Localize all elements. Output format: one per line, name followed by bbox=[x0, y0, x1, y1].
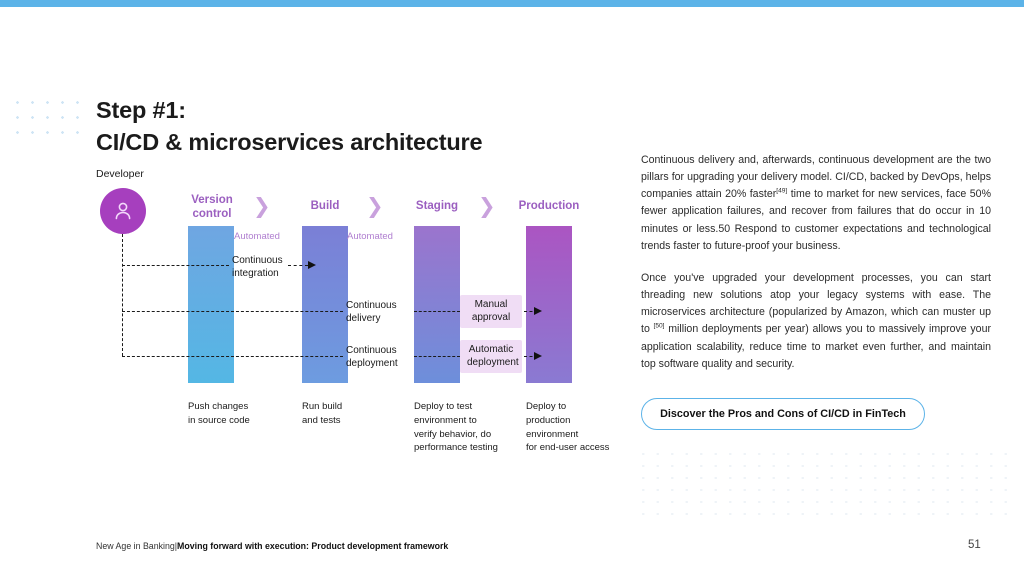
stage-bar-version-control bbox=[188, 226, 234, 383]
top-accent-bar bbox=[0, 0, 1024, 7]
caption-production: Deploy to production environment for end… bbox=[526, 401, 610, 454]
paragraph-1: Continuous delivery and, afterwards, con… bbox=[641, 152, 991, 255]
flow-arrow-deployment bbox=[534, 352, 542, 360]
chevron-right-icon-1: ❯ bbox=[253, 194, 271, 218]
column-title-line2: control bbox=[192, 208, 232, 221]
decorative-dot-grid-left bbox=[10, 95, 88, 137]
cicd-pipeline-diagram: Developer bbox=[96, 168, 616, 458]
column-title-line1: Build bbox=[310, 200, 340, 212]
stage-bar-build bbox=[302, 226, 348, 383]
page-title: Step #1: CI/CD & microservices architect… bbox=[96, 94, 483, 159]
decorative-dot-grid-right bbox=[636, 448, 1008, 520]
flow-arrow-integration bbox=[308, 261, 316, 269]
developer-vertical-connector bbox=[122, 234, 123, 356]
column-title-staging: Staging bbox=[400, 199, 474, 213]
paragraph-1-part-b: time to market for new services, face 50… bbox=[641, 188, 991, 252]
automated-label-2: Automated bbox=[347, 231, 393, 242]
chevron-right-icon-3: ❯ bbox=[478, 194, 496, 218]
flow-line-deployment-right bbox=[524, 356, 538, 357]
flow-arrow-delivery bbox=[534, 307, 542, 315]
paragraph-2: Once you've upgraded your development pr… bbox=[641, 270, 991, 373]
flow-line-deployment-left bbox=[122, 356, 343, 357]
chevron-right-icon-2: ❯ bbox=[366, 194, 384, 218]
paragraph-2-part-b: million deployments per year) allows you… bbox=[641, 323, 991, 370]
page-title-line1: Step #1: bbox=[96, 97, 186, 123]
paragraph-2-part-a: Once you've upgraded your development pr… bbox=[641, 271, 991, 336]
footer: New Age in Banking|Moving forward with e… bbox=[96, 541, 448, 551]
flow-label-continuous-deployment: Continuous deployment bbox=[346, 345, 398, 369]
column-title-line1: Production bbox=[518, 200, 580, 212]
flow-line-integration-left bbox=[122, 265, 229, 266]
flow-line-delivery-mid bbox=[414, 311, 460, 312]
cta-button-label: Discover the Pros and Cons of CI/CD in F… bbox=[660, 408, 906, 420]
cta-button-discover-pros-cons[interactable]: Discover the Pros and Cons of CI/CD in F… bbox=[641, 398, 925, 430]
column-title-version-control: Version control bbox=[175, 193, 249, 222]
gate-manual-approval[interactable]: Manual approval bbox=[460, 295, 522, 328]
caption-build: Run build and tests bbox=[302, 401, 343, 426]
developer-label: Developer bbox=[96, 168, 144, 180]
paragraph-2-superscript: [50] bbox=[653, 322, 665, 330]
stage-bar-production bbox=[526, 226, 572, 383]
developer-avatar bbox=[100, 188, 146, 234]
page-title-line2: CI/CD & microservices architecture bbox=[96, 129, 483, 156]
paragraph-1-part-a: Continuous delivery and, afterwards, con… bbox=[641, 154, 991, 201]
caption-version-control: Push changes in source code bbox=[188, 401, 250, 426]
footer-title: Moving forward with execution: Product d… bbox=[177, 541, 449, 551]
column-title-build: Build bbox=[288, 199, 362, 213]
user-icon bbox=[115, 202, 131, 220]
flow-line-delivery-left bbox=[122, 311, 343, 312]
column-title-production: Production bbox=[512, 199, 586, 213]
caption-staging: Deploy to test environment to verify beh… bbox=[414, 401, 498, 454]
column-title-line1: Version bbox=[191, 194, 233, 206]
flow-line-delivery-right bbox=[524, 311, 538, 312]
stage-bar-staging bbox=[414, 226, 460, 383]
flow-line-integration-right bbox=[288, 265, 308, 266]
gate-automatic-deployment[interactable]: Automatic deployment bbox=[460, 340, 522, 373]
footer-separator: | bbox=[174, 541, 178, 551]
body-text-column: Continuous delivery and, afterwards, con… bbox=[641, 152, 991, 388]
paragraph-1-superscript: [49] bbox=[776, 187, 788, 195]
flow-label-continuous-integration: Continuous integration bbox=[232, 255, 283, 279]
flow-label-continuous-delivery: Continuous delivery bbox=[346, 300, 397, 324]
column-title-line1: Staging bbox=[415, 200, 459, 212]
flow-line-deployment-mid bbox=[414, 356, 460, 357]
automated-label-1: Automated bbox=[234, 231, 280, 242]
footer-prefix: New Age in Banking bbox=[96, 541, 175, 551]
page-number: 51 bbox=[968, 539, 981, 551]
